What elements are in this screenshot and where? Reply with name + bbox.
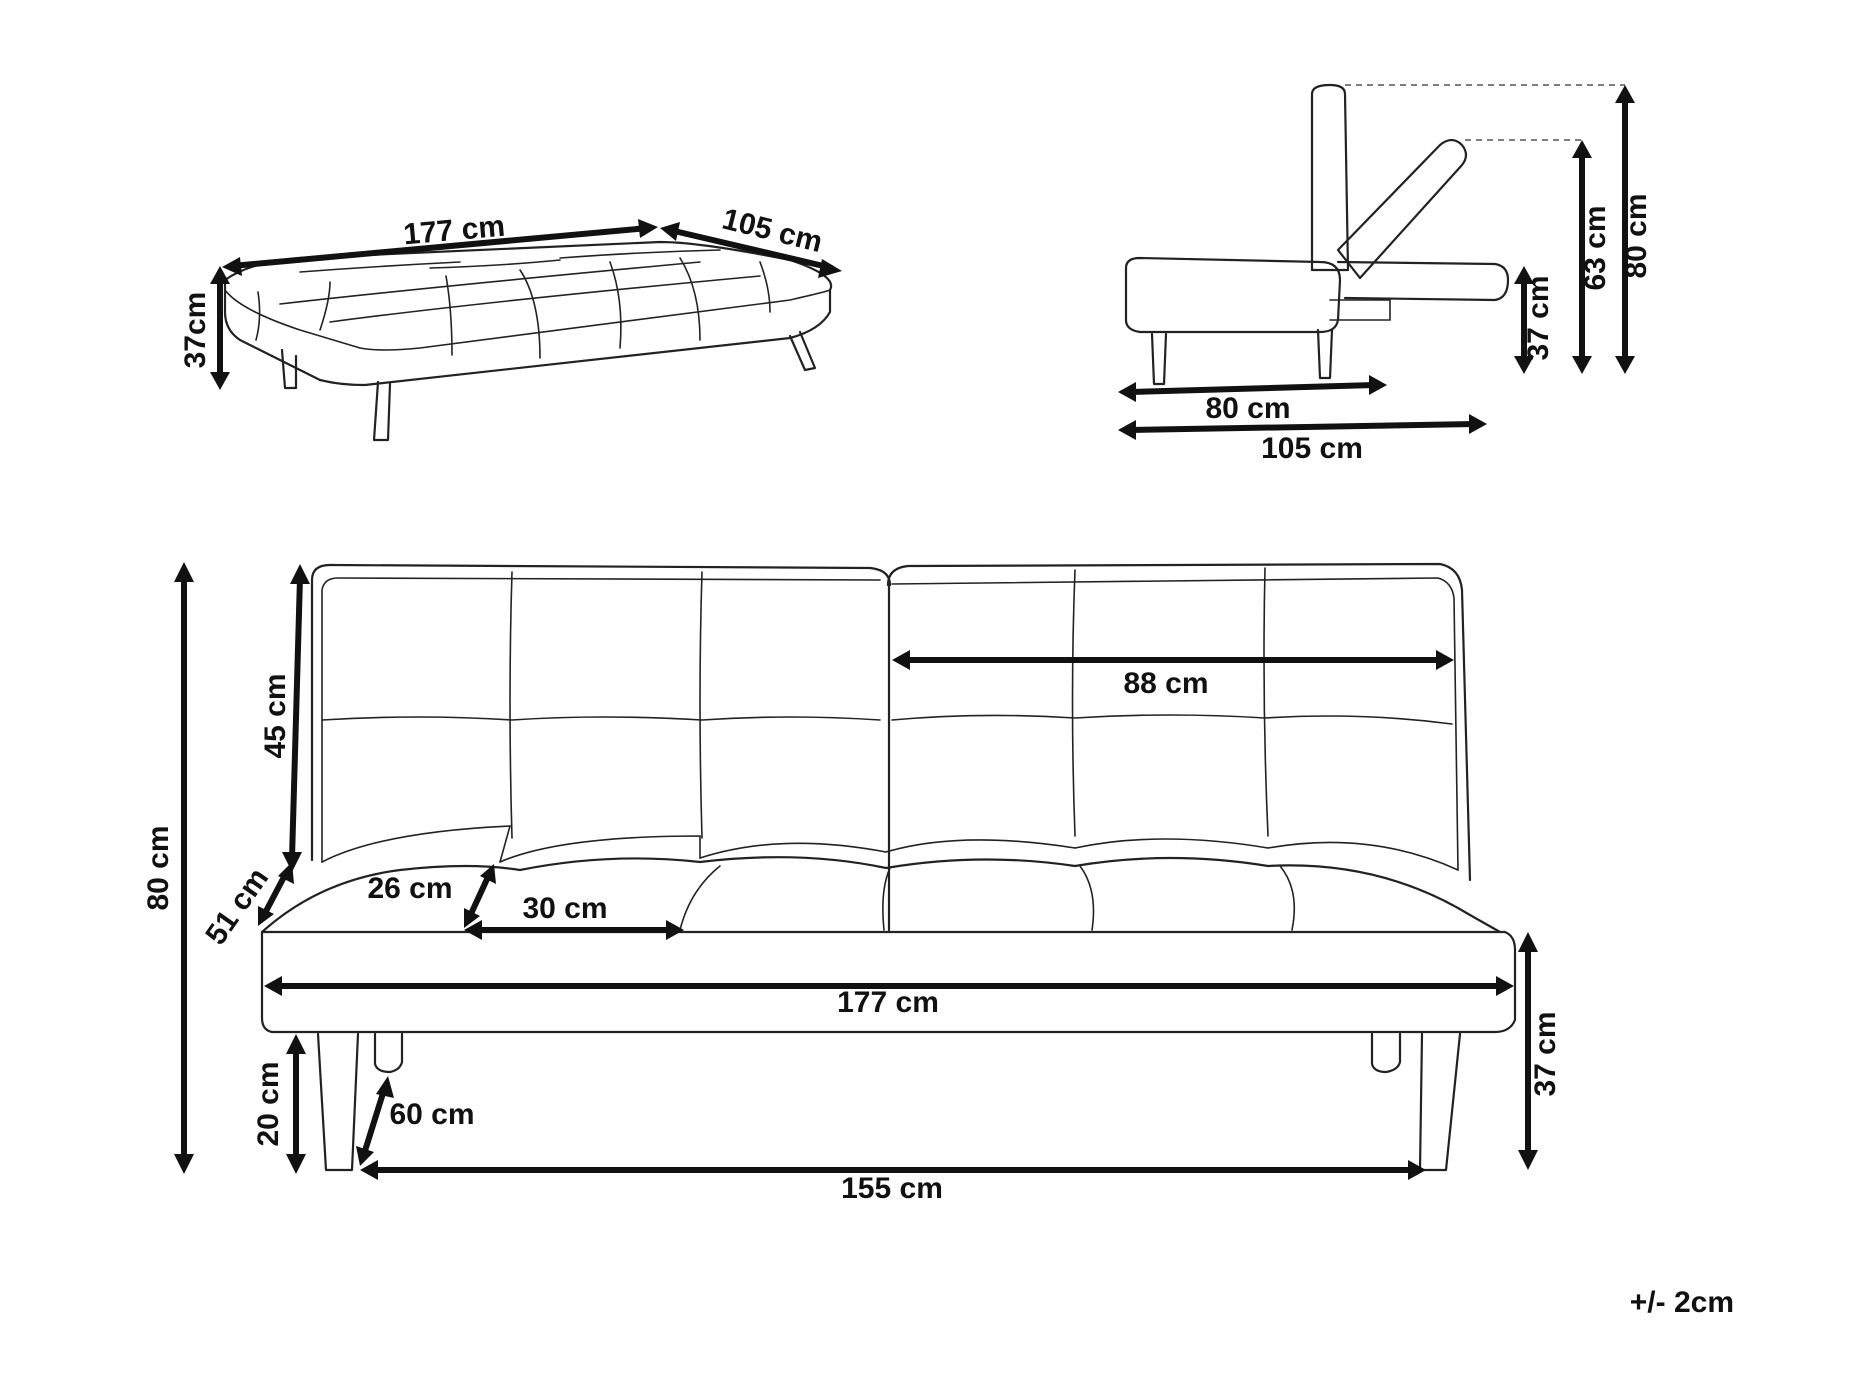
side-seat-height-label: 37 cm xyxy=(1522,275,1555,360)
front-view-drawing xyxy=(174,562,1538,1180)
side-recline-height-label: 63 cm xyxy=(1579,205,1612,290)
side-view-drawing xyxy=(1118,83,1635,440)
front-seat-depth-label: 51 cm xyxy=(199,862,275,951)
side-seat-depth-label: 80 cm xyxy=(1205,392,1290,425)
front-total-height-label: 80 cm xyxy=(142,825,175,910)
front-cushion-height-label: 26 cm xyxy=(367,872,452,905)
tolerance-note: +/- 2cm xyxy=(1630,1286,1734,1319)
front-total-width-label: 177 cm xyxy=(837,986,939,1019)
front-leg-span-label: 155 cm xyxy=(841,1172,943,1205)
front-leg-height-label: 20 cm xyxy=(252,1061,285,1146)
front-cushion-width-label: 30 cm xyxy=(522,892,607,925)
top-height-label: 37cm xyxy=(179,292,212,369)
front-seat-height-label: 37 cm xyxy=(1529,1011,1562,1096)
front-leg-depth-label: 60 cm xyxy=(389,1098,474,1131)
top-view-drawing xyxy=(210,219,842,442)
side-bed-depth-label: 105 cm xyxy=(1261,432,1363,465)
side-total-height-label: 80 cm xyxy=(1620,193,1653,278)
front-backrest-height-label: 45 cm xyxy=(259,673,292,758)
front-backrest-width-label: 88 cm xyxy=(1123,667,1208,700)
